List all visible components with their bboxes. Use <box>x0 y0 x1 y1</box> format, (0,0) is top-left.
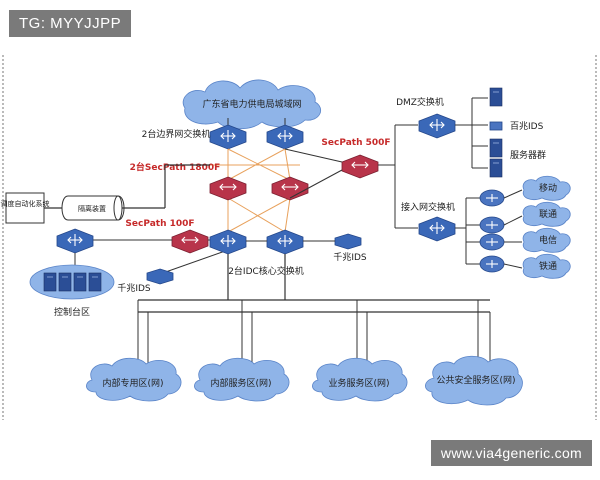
boundary-switch-label: 2台边界网交换机 <box>142 128 211 140</box>
zone-business-service-cloud: 业务服务区(网) <box>312 357 408 402</box>
zone-internal-service-label: 内部服务区(网) <box>210 377 271 389</box>
link-r4-cloud <box>503 263 523 269</box>
remote-cloud-1-label: 移动 <box>539 182 557 194</box>
zone-internal-service-cloud: 内部服务区(网) <box>194 357 290 402</box>
cross-link-8 <box>284 197 291 233</box>
qianzhao-ids-left-label: 千兆IDS <box>117 283 151 294</box>
secpath-1800f-label: 2台SecPath 1800F <box>130 161 221 173</box>
dmz-server-3 <box>489 158 503 178</box>
automation-system-box: 调度自动化系统 <box>1 192 50 224</box>
cross-link-6 <box>227 197 291 233</box>
control-server-2 <box>58 272 72 292</box>
automation-system-label: 调度自动化系统 <box>1 199 50 208</box>
link-ids-core <box>159 249 229 275</box>
idc-core-label: 2台IDC核心交换机 <box>228 265 304 277</box>
baizhao-ids-device <box>489 121 503 131</box>
link-r2-cloud <box>503 215 523 226</box>
remote-cloud-4: 铁通 <box>522 253 571 279</box>
zone-public-security-cloud: 公共安全服务区(网) <box>425 355 523 406</box>
dmz-switch-label: DMZ交换机 <box>396 96 444 108</box>
firewall-1800f-1 <box>209 176 247 201</box>
watermark-bottom: www.via4generic.com <box>430 440 592 466</box>
remote-cloud-2-label: 联通 <box>539 209 557 220</box>
cross-link-5 <box>227 197 286 233</box>
secpath-500f-label: SecPath 500F <box>321 138 390 148</box>
zone-business-service-label: 业务服务区(网) <box>328 377 389 389</box>
firewall-1800f-2 <box>271 176 309 201</box>
access-router-4 <box>479 255 505 273</box>
remote-cloud-2: 联通 <box>522 201 571 227</box>
control-zone-cloud <box>29 264 115 300</box>
zone-internal-dedicated-cloud: 内部专用区(网) <box>86 357 182 402</box>
firewall-100f <box>171 229 209 254</box>
server-group-label: 服务器群 <box>510 149 546 161</box>
access-switch <box>418 216 456 242</box>
qianzhao-ids-mid-label: 千兆IDS <box>333 252 367 263</box>
control-server-1 <box>43 272 57 292</box>
secpath-100f-label: SecPath 100F <box>125 219 194 229</box>
metro-network-cloud: 广东省电力供电局城域网 <box>182 79 322 130</box>
remote-cloud-4-label: 铁通 <box>539 260 557 272</box>
isolation-device: 隔离装置 <box>61 195 125 221</box>
baizhao-ids-label: 百兆IDS <box>510 121 544 132</box>
control-zone-label: 控制台区 <box>54 306 90 318</box>
access-router-1 <box>479 189 505 207</box>
link-fw-500f <box>289 169 343 199</box>
link-r1-cloud <box>503 189 523 199</box>
link-bsw2-500f <box>284 148 343 163</box>
access-router-3 <box>479 233 505 251</box>
qianzhao-ids-mid-device <box>334 233 362 250</box>
idc-core-switch-2 <box>266 229 304 255</box>
access-switch-label: 接入网交换机 <box>401 201 455 213</box>
zone-public-security-label: 公共安全服务区(网) <box>436 374 515 386</box>
dmz-server-2 <box>489 138 503 158</box>
boundary-switch-2 <box>266 124 304 150</box>
control-server-3 <box>73 272 87 292</box>
zone-internal-dedicated-label: 内部专用区(网) <box>102 377 163 389</box>
cloud-top-label: 广东省电力供电局城域网 <box>202 98 301 110</box>
control-server-4 <box>88 272 102 292</box>
control-zone-switch <box>56 228 94 254</box>
isolation-device-label: 隔离装置 <box>78 204 106 213</box>
firewall-500f <box>341 154 379 179</box>
access-router-2 <box>479 216 505 234</box>
remote-cloud-3-label: 电信 <box>539 234 557 246</box>
remote-cloud-3: 电信 <box>522 227 571 253</box>
watermark-top: TG: MYYJJPP <box>9 10 132 37</box>
dmz-server-1 <box>489 87 503 107</box>
idc-core-switch-1 <box>209 229 247 255</box>
dmz-switch <box>418 113 456 139</box>
remote-cloud-1: 移动 <box>522 175 571 201</box>
qianzhao-ids-left-device <box>146 268 174 285</box>
